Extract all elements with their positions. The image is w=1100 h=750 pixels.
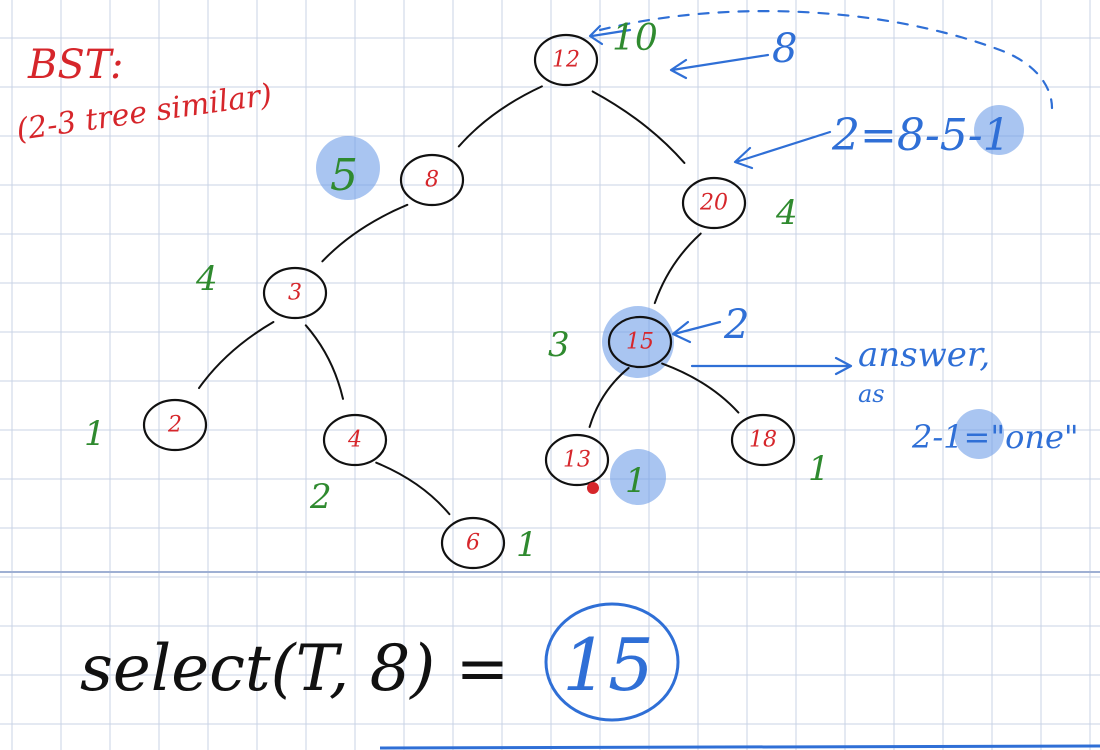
- subtree-size: 1: [516, 525, 538, 565]
- select-result: 15: [562, 623, 654, 707]
- tree-node-key: 2: [167, 413, 182, 438]
- marker-dot: [587, 482, 599, 494]
- tree-edge-n20-n15: [653, 232, 702, 305]
- tree-node-15: [607, 315, 673, 369]
- tree-node-12: [533, 33, 599, 87]
- node-15-remaining: 2: [723, 302, 749, 348]
- equation: 2=8-5-1: [831, 110, 1011, 161]
- subtree-size: 1: [84, 414, 106, 454]
- root-rank: 10: [612, 18, 658, 59]
- tree-node-4: [322, 413, 388, 467]
- tree-edge-n12-n20: [591, 90, 686, 164]
- tree-edges: [198, 85, 740, 516]
- subtree-size: 5: [330, 150, 358, 201]
- equation-2: 2-1="one": [911, 418, 1079, 456]
- arrow-answer: [690, 356, 853, 376]
- tree-edge-n15-n18: [661, 362, 740, 414]
- tree-node-key: 13: [563, 448, 591, 473]
- arrow-equation: [733, 130, 832, 170]
- tree-node-8: [399, 153, 465, 207]
- tree-node-3: [262, 266, 328, 320]
- tree-node-key: 20: [699, 191, 728, 216]
- query-k: 8: [772, 26, 797, 72]
- tree-node-2: [142, 398, 208, 452]
- as-word: as: [858, 380, 885, 408]
- tree-node-20: [681, 176, 747, 230]
- tree-node-key: 12: [552, 48, 580, 73]
- tree-edge-n15-n13: [588, 366, 630, 428]
- subtree-size: 1: [808, 449, 830, 489]
- subtree-size: 4: [195, 259, 218, 299]
- subtree-size: 1: [625, 461, 647, 501]
- tree-node-6: [440, 516, 506, 570]
- arrow-k: [669, 53, 770, 80]
- tree-edge-n4-n6: [375, 461, 451, 516]
- tree-node-key: 3: [288, 281, 302, 306]
- tree-edge-n12-n8: [457, 85, 543, 148]
- subtree-size: 3: [548, 325, 570, 365]
- subtree-sizes: 5 4 4 3 1 2 1 1 1: [84, 150, 830, 565]
- tree-node-key: 4: [347, 428, 362, 453]
- tree-node-18: [730, 413, 796, 467]
- highlight-size-13: [610, 449, 666, 505]
- page-bottom-line: [379, 744, 1100, 750]
- tree-node-key: 8: [425, 168, 439, 193]
- highlight-eq2-1: [954, 409, 1004, 459]
- tree-node-13: [544, 433, 610, 487]
- select-expression: select(T, 8) =: [80, 632, 509, 706]
- highlight-eq-5: [974, 105, 1024, 155]
- highlight-size-8: [316, 136, 380, 200]
- dashed-arc-arrow: [598, 10, 1054, 110]
- subtree-size: 4: [775, 193, 798, 233]
- tree-node-key: 15: [626, 330, 654, 355]
- answer-word: answer,: [858, 335, 990, 375]
- tree-node-key: 18: [749, 428, 777, 453]
- tree-edge-n3-n4: [304, 324, 344, 400]
- bst-title: BST:: [27, 42, 124, 88]
- subtree-size: 2: [309, 477, 332, 517]
- tree-edge-n8-n3: [321, 203, 409, 263]
- tree-node-key: 6: [466, 531, 480, 556]
- result-circle: [544, 602, 680, 722]
- arrow-into-15: [671, 320, 722, 344]
- arrow-into-root: [588, 24, 632, 46]
- tree-edge-n3-n2: [198, 321, 275, 390]
